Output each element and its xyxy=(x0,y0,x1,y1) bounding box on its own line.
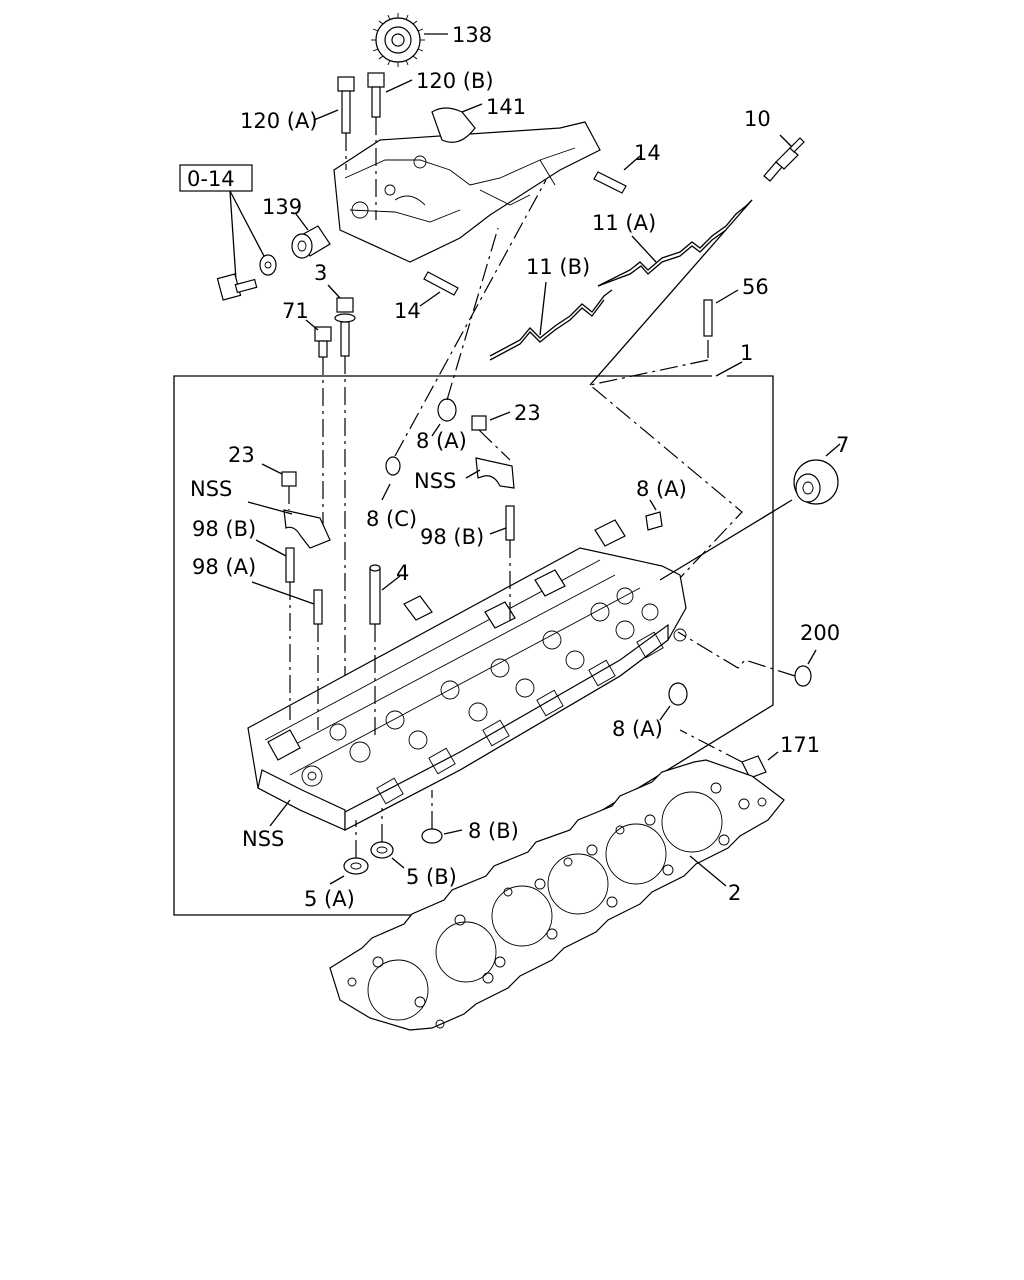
label-5a: 5 (A) xyxy=(304,887,355,911)
label-nss-center: NSS xyxy=(414,469,456,493)
bolt-3 xyxy=(327,284,356,720)
stud-98b-left xyxy=(255,539,295,583)
label-11b: 11 (B) xyxy=(526,255,590,279)
label-11a: 11 (A) xyxy=(592,211,656,235)
camshaft-gear-138 xyxy=(371,13,448,67)
label-nss-bottom: NSS xyxy=(242,827,284,851)
label-120b: 120 (B) xyxy=(416,69,494,93)
bushing-139 xyxy=(291,213,331,259)
label-71: 71 xyxy=(282,299,309,323)
part-labels: 138 120 (B) 120 (A) 141 10 14 0-14 139 1… xyxy=(187,23,849,911)
label-1: 1 xyxy=(740,341,753,365)
seal-8a-right xyxy=(645,499,663,531)
head-gasket-2 xyxy=(329,759,785,1031)
label-14-mid: 14 xyxy=(394,299,421,323)
bearing-cap-center xyxy=(471,411,515,489)
plug-200 xyxy=(677,631,817,687)
plug-141 xyxy=(431,103,483,143)
seal-8c xyxy=(381,179,547,501)
valve-seal-5b xyxy=(370,808,405,869)
label-14-top: 14 xyxy=(634,141,661,165)
label-nss-left: NSS xyxy=(190,477,232,501)
label-139: 139 xyxy=(262,195,302,219)
label-8b: 8 (B) xyxy=(468,819,519,843)
label-7: 7 xyxy=(836,433,849,457)
seal-8a-bottom xyxy=(659,682,688,721)
label-138: 138 xyxy=(452,23,492,47)
seal-plate-7 xyxy=(659,443,841,581)
stud-14-mid xyxy=(419,271,459,307)
label-0-14: 0-14 xyxy=(187,167,235,191)
kit-0-14 xyxy=(179,164,277,301)
label-8c: 8 (C) xyxy=(366,507,417,531)
label-5b: 5 (B) xyxy=(406,865,457,889)
bolt-71 xyxy=(305,319,332,540)
glow-plug-10 xyxy=(763,134,805,182)
label-2: 2 xyxy=(728,881,741,905)
valve-seal-5a xyxy=(329,820,369,885)
label-8a-right: 8 (A) xyxy=(636,477,687,501)
label-200: 200 xyxy=(800,621,840,645)
bearing-cap-left xyxy=(261,463,331,549)
label-8a-top: 8 (A) xyxy=(416,429,467,453)
label-56: 56 xyxy=(742,275,769,299)
stud-14-top xyxy=(593,155,641,194)
label-98b-center: 98 (B) xyxy=(420,525,484,549)
label-120a: 120 (A) xyxy=(240,109,318,133)
label-171: 171 xyxy=(780,733,820,757)
harness-11b xyxy=(489,281,613,361)
harness-11a xyxy=(597,199,753,287)
label-23-left: 23 xyxy=(228,443,255,467)
dowel-pin-4 xyxy=(369,564,401,740)
label-98b-left: 98 (B) xyxy=(192,517,256,541)
seal-8a-top xyxy=(431,227,499,437)
bolt-120a xyxy=(313,76,355,134)
stud-56 xyxy=(588,289,743,579)
cylinder-head-1 xyxy=(247,519,687,831)
label-141: 141 xyxy=(486,95,526,119)
fitting-171 xyxy=(679,729,779,779)
stud-98b-center xyxy=(465,469,515,620)
camshaft-carrier-upper xyxy=(333,121,601,263)
seal-8b xyxy=(421,790,463,844)
label-3: 3 xyxy=(314,261,327,285)
label-10: 10 xyxy=(744,107,771,131)
label-23-center: 23 xyxy=(514,401,541,425)
label-98a: 98 (A) xyxy=(192,555,256,579)
bolt-120b xyxy=(345,72,413,220)
label-8a-bottom: 8 (A) xyxy=(612,717,663,741)
label-4: 4 xyxy=(396,561,409,585)
